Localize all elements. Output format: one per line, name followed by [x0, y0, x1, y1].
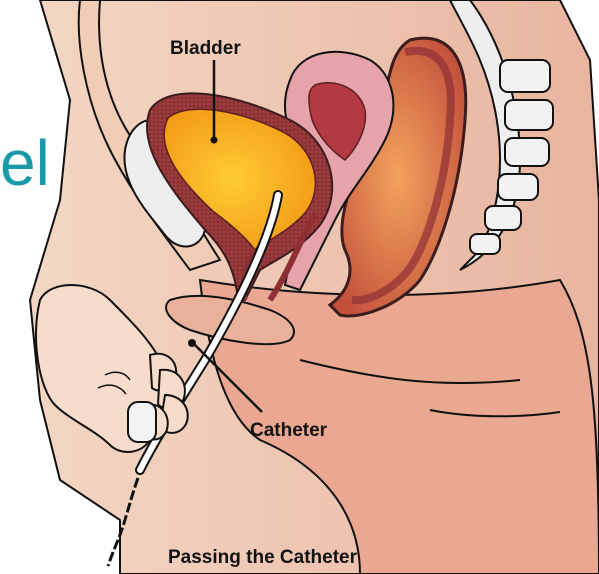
caption: Passing the Catheter	[168, 547, 358, 568]
bladder-label: Bladder	[170, 38, 241, 59]
catheter-label: Catheter	[250, 420, 328, 441]
bladder-leader-dot	[211, 137, 218, 144]
fingernail	[128, 402, 156, 442]
partial-overlay-text: el	[0, 127, 50, 199]
